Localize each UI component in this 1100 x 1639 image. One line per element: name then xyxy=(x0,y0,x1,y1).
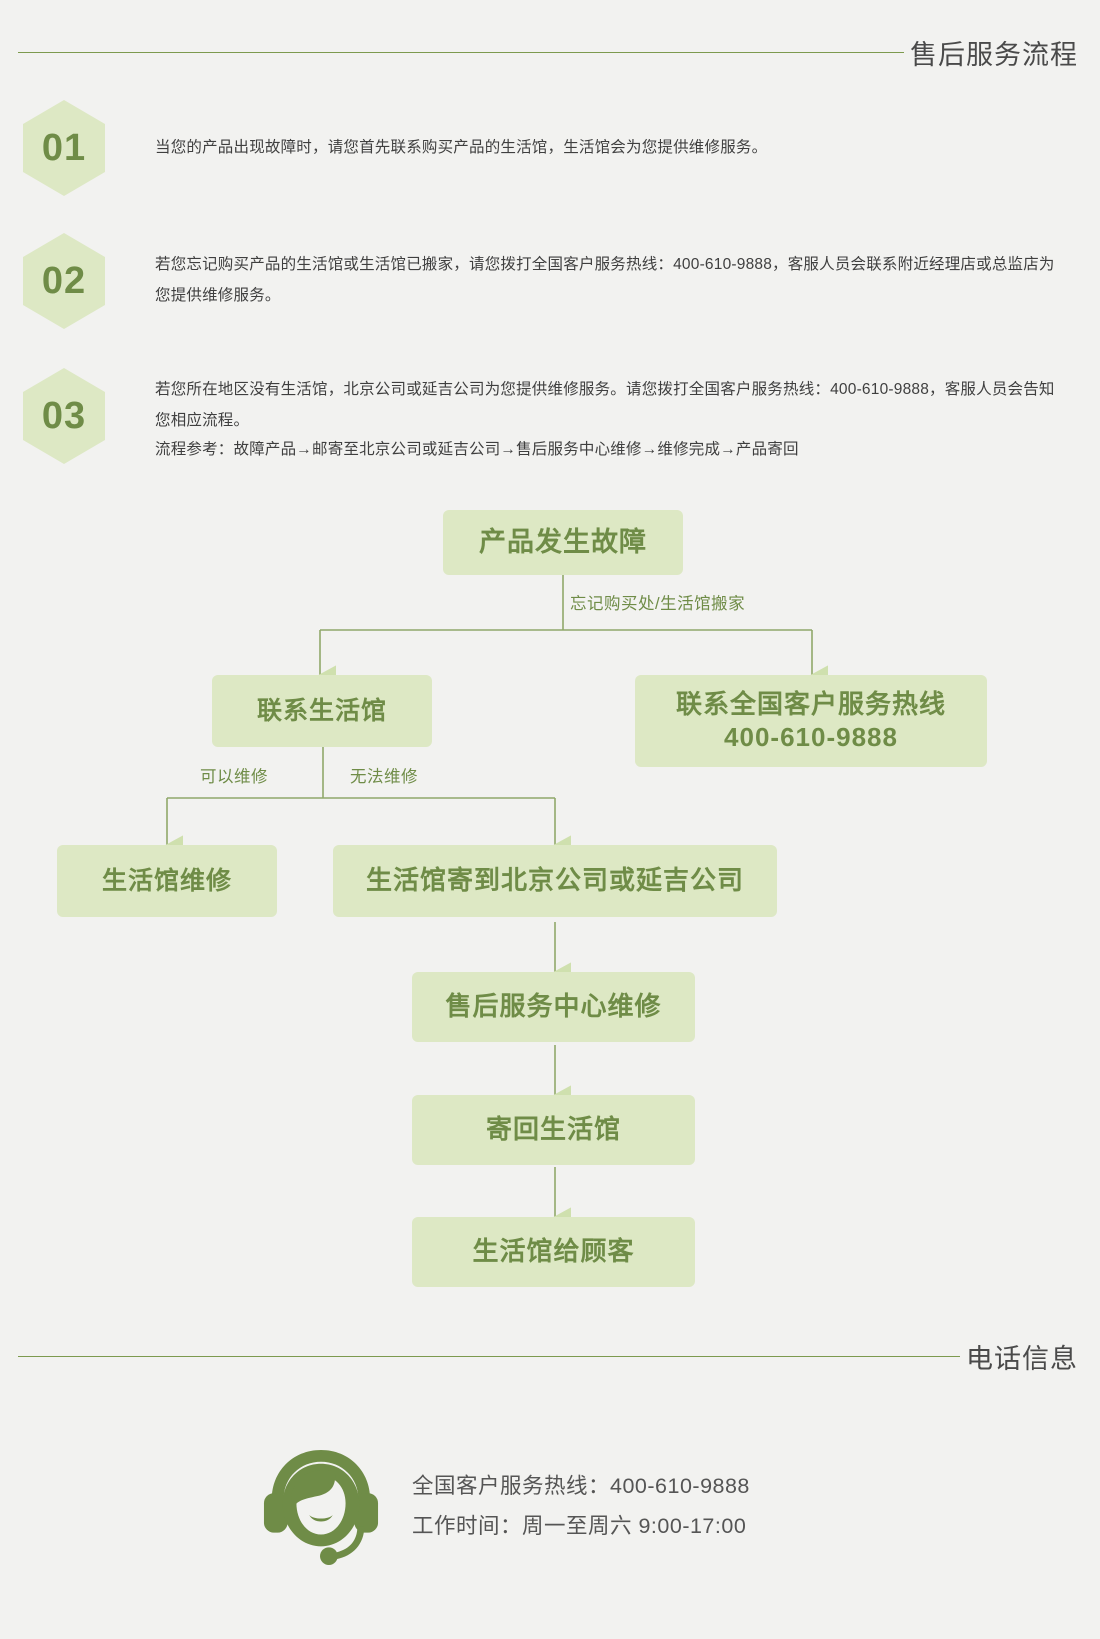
step-text-03: 若您所在地区没有生活馆，北京公司或延吉公司为您提供维修服务。请您拨打全国客户服务… xyxy=(155,368,1100,465)
hexagon-shape: 03 xyxy=(23,368,105,464)
step-text-01: 当您的产品出现故障时，请您首先联系购买产品的生活馆，生活馆会为您提供维修服务。 xyxy=(155,100,1100,163)
flow-node-label-line1: 联系全国客户服务热线 xyxy=(675,688,946,719)
section-header-phone-info: 电话信息 xyxy=(0,1337,1100,1376)
flow-node-label: 联系生活馆 xyxy=(256,697,387,725)
edge-label-text: 忘记购买处/生活馆搬家 xyxy=(570,595,746,613)
step-badge-02: 02 xyxy=(23,233,105,329)
step-reference-flow: 流程参考：故障产品→邮寄至北京公司或延吉公司→售后服务中心维修→维修完成→产品寄… xyxy=(155,441,799,458)
flow-node-store-repair: 生活馆维修 xyxy=(57,845,277,917)
hexagon-shape: 01 xyxy=(23,100,105,196)
page-title: 售后服务流程 xyxy=(910,40,1078,70)
flow-node-label: 寄回生活馆 xyxy=(485,1114,621,1145)
contact-text-lines: 全国客户服务热线：400-610-9888 工作时间：周一至周六 9:00-17… xyxy=(412,1467,750,1547)
section-title-phone-info: 电话信息 xyxy=(966,1344,1078,1374)
flow-node-ship-company: 生活馆寄到北京公司或延吉公司 xyxy=(333,845,777,917)
flow-node-label: 生活馆维修 xyxy=(101,867,232,895)
flow-node-label: 售后服务中心维修 xyxy=(445,991,662,1022)
step-badge-01: 01 xyxy=(23,100,105,196)
flow-node-fault: 产品发生故障 xyxy=(443,510,683,575)
flow-edge-label-forgot: 忘记购买处/生活馆搬家 xyxy=(570,590,745,614)
step-paragraph: 当您的产品出现故障时，请您首先联系购买产品的生活馆，生活馆会为您提供维修服务。 xyxy=(155,139,768,156)
service-flow-diagram: 产品发生故障 忘记购买处/生活馆搬家 联系生活馆 联系全国客户服务热线 400-… xyxy=(0,495,1100,1305)
hexagon-shape: 02 xyxy=(23,233,105,329)
contact-hours: 工作时间：周一至周六 9:00-17:00 xyxy=(412,1514,747,1538)
step-paragraph: 若您所在地区没有生活馆，北京公司或延吉公司为您提供维修服务。请您拨打全国客户服务… xyxy=(155,381,1055,429)
edge-label-text: 可以维修 xyxy=(200,768,268,786)
flow-node-contact-hotline: 联系全国客户服务热线 400-610-9888 xyxy=(635,675,987,767)
flow-node-label-line2: 400-610-9888 xyxy=(724,722,898,752)
headset-operator-icon xyxy=(262,1442,380,1572)
flow-edge-label-repairable: 可以维修 xyxy=(200,763,268,787)
step-number: 03 xyxy=(41,395,87,437)
contact-info-block: 全国客户服务热线：400-610-9888 工作时间：周一至周六 9:00-17… xyxy=(0,1442,1100,1572)
flow-node-contact-store: 联系生活馆 xyxy=(212,675,432,747)
flow-node-service-center-repair: 售后服务中心维修 xyxy=(412,972,695,1042)
step-item-02: 02 若您忘记购买产品的生活馆或生活馆已搬家，请您拨打全国客户服务热线：400-… xyxy=(0,233,1100,329)
step-text-02: 若您忘记购买产品的生活馆或生活馆已搬家，请您拨打全国客户服务热线：400-610… xyxy=(155,233,1100,311)
header-rule-bottom xyxy=(18,1356,960,1357)
step-item-03: 03 若您所在地区没有生活馆，北京公司或延吉公司为您提供维修服务。请您拨打全国客… xyxy=(0,368,1100,465)
step-paragraph: 若您忘记购买产品的生活馆或生活馆已搬家，请您拨打全国客户服务热线：400-610… xyxy=(155,256,1055,304)
flow-node-label: 产品发生故障 xyxy=(479,527,647,558)
flow-node-label: 生活馆给顾客 xyxy=(472,1236,635,1267)
edge-label-text: 无法维修 xyxy=(350,768,418,786)
section-header-service-process: 售后服务流程 xyxy=(0,33,1100,72)
step-item-01: 01 当您的产品出现故障时，请您首先联系购买产品的生活馆，生活馆会为您提供维修服… xyxy=(0,100,1100,196)
flow-edge-label-not-repairable: 无法维修 xyxy=(350,763,418,787)
flow-connectors xyxy=(165,575,828,1227)
contact-hotline: 全国客户服务热线：400-610-9888 xyxy=(412,1474,750,1499)
flow-node-label: 生活馆寄到北京公司或延吉公司 xyxy=(365,865,744,896)
step-number: 01 xyxy=(41,127,87,169)
header-rule-top xyxy=(18,52,904,53)
flow-node-store-to-customer: 生活馆给顾客 xyxy=(412,1217,695,1287)
flow-node-ship-back-store: 寄回生活馆 xyxy=(412,1095,695,1165)
step-number: 02 xyxy=(41,260,87,302)
step-badge-03: 03 xyxy=(23,368,105,464)
